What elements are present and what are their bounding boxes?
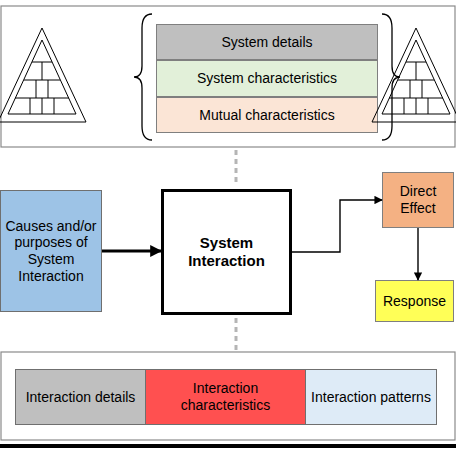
bottom-rule	[0, 444, 456, 448]
box-text: Mutual characteristics	[199, 107, 334, 124]
box-text: Causes and/or purposes of System Interac…	[4, 218, 98, 284]
top-band	[1, 6, 455, 147]
characteristic-box: System characteristics	[156, 60, 378, 97]
box-text: Interaction details	[26, 389, 136, 406]
box-text: Response	[383, 293, 446, 310]
characteristic-box: Interaction characteristics	[145, 369, 306, 425]
flow-arrow	[102, 250, 161, 253]
flow-arrow	[292, 200, 382, 252]
dashed-link	[235, 150, 238, 186]
characteristic-box: Mutual characteristics	[156, 97, 378, 133]
box-text: Direct Effect	[386, 183, 450, 216]
dashed-link	[235, 318, 238, 350]
box-text: System details	[221, 34, 312, 51]
bottom-band	[1, 352, 455, 440]
detail-box: Interaction details	[15, 369, 146, 425]
box-text: Interaction patterns	[311, 389, 431, 406]
pattern-box: Interaction patterns	[305, 369, 437, 425]
pyramid-icon	[372, 28, 456, 122]
box-text: Interaction characteristics	[149, 380, 302, 413]
box-text: System Interaction	[167, 234, 286, 269]
pyramid-icon	[0, 28, 86, 122]
effect-box: Direct Effect	[382, 172, 454, 228]
box-text: System characteristics	[197, 70, 337, 87]
flow-arrow	[417, 228, 418, 280]
process-box: System Interaction	[161, 189, 292, 315]
response-box: Response	[375, 280, 454, 322]
detail-box: System details	[156, 24, 378, 60]
right-brace	[382, 14, 400, 140]
left-brace	[134, 14, 152, 140]
cause-box: Causes and/or purposes of System Interac…	[0, 190, 102, 312]
